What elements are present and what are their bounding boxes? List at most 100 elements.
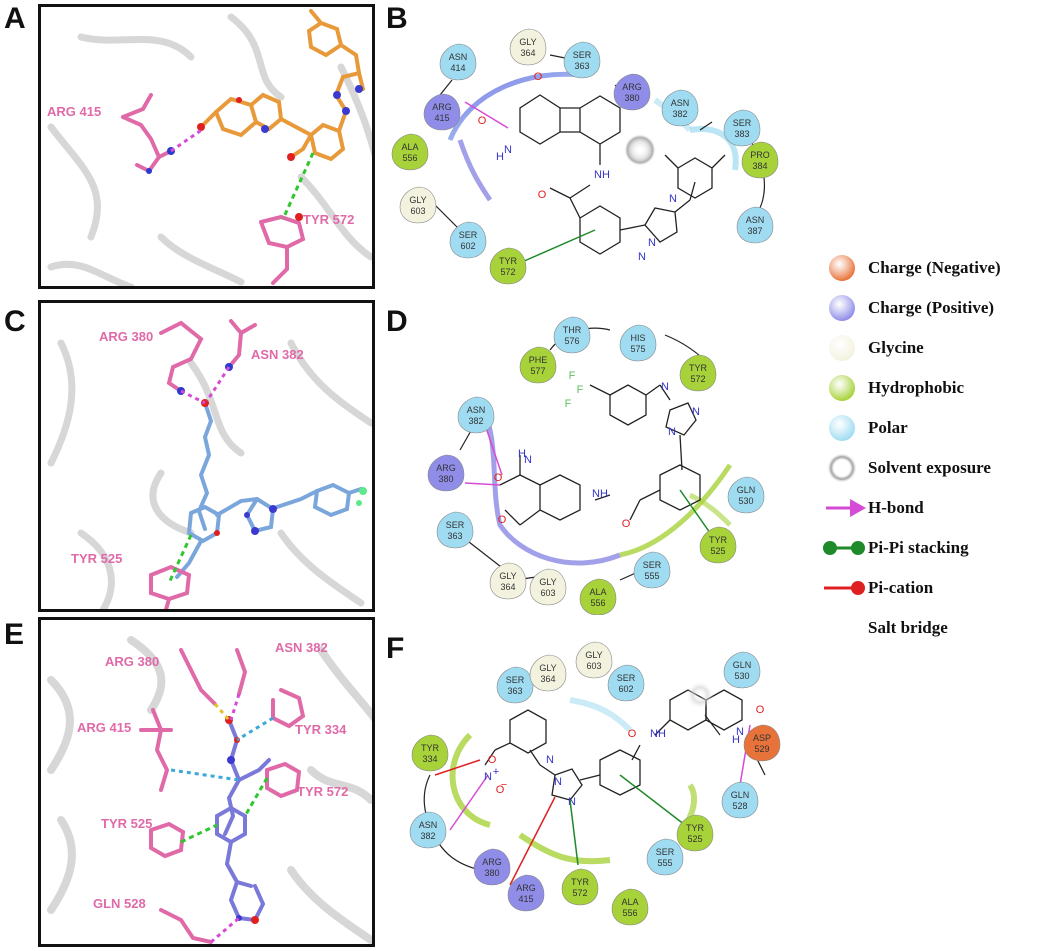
panel-letter-d: D xyxy=(386,305,408,338)
residue-number: 556 xyxy=(402,153,417,163)
panel-a-3d-view: ARG 415 TYR 572 xyxy=(38,4,375,289)
legend-item-pi-cation: Pi-cation xyxy=(822,568,1052,608)
atom-label: NH xyxy=(592,488,608,500)
residue-shape xyxy=(423,93,461,131)
atom-label: N xyxy=(661,381,669,393)
residue-shape xyxy=(727,476,765,514)
residue-number: 380 xyxy=(624,93,639,103)
legend-symbol-circle xyxy=(829,335,855,361)
residue-number: 556 xyxy=(590,598,605,608)
legend-label: Salt bridge xyxy=(868,618,948,637)
atom-label: N xyxy=(484,771,492,783)
residue-shape xyxy=(743,724,781,762)
atom-label: O xyxy=(488,754,497,766)
atom-label: O xyxy=(494,472,503,484)
legend-symbol-circle xyxy=(829,255,855,281)
legend-symbol-circle xyxy=(829,295,855,321)
legend-item-salt-bridge: Salt bridge xyxy=(822,608,1052,648)
residue-shape xyxy=(529,654,567,692)
atom-label: O xyxy=(534,71,543,83)
residue-number: 530 xyxy=(734,671,749,681)
atom-label: N xyxy=(736,726,744,738)
residue-name: ASN xyxy=(671,98,690,108)
legend-item-pi-pi-stacking: Pi-Pi stacking xyxy=(822,528,1052,568)
residue-number: 380 xyxy=(438,474,453,484)
atom-label: O xyxy=(628,728,637,740)
residue-number: 415 xyxy=(518,894,533,904)
residue-label-tyr-572: TYR 572 xyxy=(297,784,349,799)
residue-shape xyxy=(399,186,437,224)
atom-label: O xyxy=(756,704,765,716)
panel-a-structure xyxy=(47,9,372,286)
panel-c-structure xyxy=(47,319,372,609)
atom-label: + xyxy=(493,766,499,778)
residue-shape xyxy=(561,868,599,906)
residue-name: GLY xyxy=(409,195,426,205)
residue-number: 383 xyxy=(734,129,749,139)
residue-shape xyxy=(741,141,779,179)
atom-label: O xyxy=(496,784,505,796)
atom-label: N xyxy=(668,426,676,438)
residue-shape xyxy=(723,651,761,689)
residue-number: 334 xyxy=(422,754,437,764)
residue-name: GLN xyxy=(731,790,750,800)
legend-symbol-arrow xyxy=(826,499,866,517)
residue-shape xyxy=(661,89,699,127)
atom-label: O xyxy=(622,518,631,530)
panel-letter-a: A xyxy=(4,2,26,35)
panel-e-3d-view: ARG 380 ASN 382 ARG 415 TYR 334 TYR 572 … xyxy=(38,617,375,947)
atom-label: NH xyxy=(594,169,610,181)
residue-number: 572 xyxy=(572,888,587,898)
residue-name: GLY xyxy=(499,571,516,581)
residue-number: 556 xyxy=(622,908,637,918)
residue-name: SER xyxy=(733,118,752,128)
atom-label: NH xyxy=(650,728,666,740)
residue-name: GLY xyxy=(539,577,556,587)
residue-label-arg-415: ARG 415 xyxy=(77,720,132,735)
residue-name: SER xyxy=(573,50,592,60)
legend-symbol-circle xyxy=(829,375,855,401)
residue-name: HIS xyxy=(630,333,645,343)
residue-name: ARG xyxy=(516,883,536,893)
residue-name: PHE xyxy=(529,355,548,365)
residue-name: ARG xyxy=(482,857,502,867)
residue-name: PRO xyxy=(750,150,770,160)
residue-number: 382 xyxy=(420,831,435,841)
legend-item-charge-positive: Charge (Positive) xyxy=(822,288,1052,328)
legend-symbol-lollipop xyxy=(824,581,865,595)
residue-shape xyxy=(619,324,657,362)
residue-name: ARG xyxy=(622,82,642,92)
residue-shape xyxy=(436,511,474,549)
atom-label: H xyxy=(496,151,504,163)
atom-label: N xyxy=(546,754,554,766)
residue-number: 577 xyxy=(530,366,545,376)
residue-name: SER xyxy=(459,230,478,240)
residue-name: TYR xyxy=(571,877,590,887)
residue-name: TYR xyxy=(689,363,708,373)
atom-label: N xyxy=(568,796,576,808)
legend-symbol-halo xyxy=(827,453,857,483)
residue-number: 415 xyxy=(434,113,449,123)
residue-number: 602 xyxy=(618,684,633,694)
atom-label: F xyxy=(569,370,576,382)
